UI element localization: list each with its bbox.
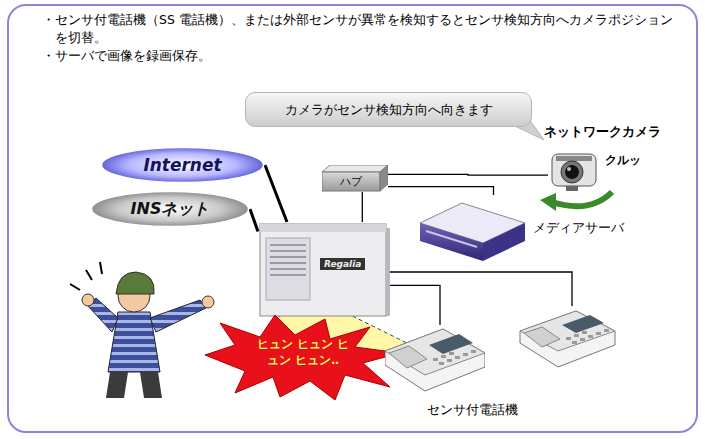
rotate-arrow [552,192,612,206]
ins-network: INSネット [90,190,250,228]
node-text: Internet [100,146,265,184]
internet-cloud: Internet [100,146,265,184]
node-text: ヒュン ヒュン ヒュン ヒュン‥ [252,337,354,368]
node-text: カメラがセンサ検知方向へ向きます [246,93,531,126]
phone-wire [390,272,572,306]
network-cable [362,192,363,222]
network-cable [388,187,494,195]
bullet-note: ・サーバで画像を録画保存。 [42,47,682,65]
note-block: ・センサ付電話機（SS 電話機）、または外部センサが異常を検知するとセンサ検知方… [42,11,682,65]
network-cable [265,165,287,222]
intruder-figure [70,262,214,398]
media-server: メディアサーバ [420,195,525,262]
node-text: メディアサーバ [533,219,624,237]
node-text: ネットワークカメラ [544,124,661,141]
node-text: センサ付電話機 [427,401,518,419]
sensor-phone: センサ付電話機 [385,325,485,395]
network-cable [388,174,548,176]
sensor-phone-shape [385,325,485,395]
callout-bubble: カメラがセンサ検知方向へ向きます [245,92,532,127]
network-cable [250,209,258,232]
media-server-shape [420,195,525,262]
network-cable [390,285,440,325]
pbx-unit-shape [258,222,390,318]
node-text: Regalia [320,258,365,270]
hub-box: ハブ [322,165,388,192]
node-text: ハブ [322,172,380,191]
phone-2 [520,311,615,367]
node-text: INSネット [90,190,250,228]
rotate-arrow-head [540,193,556,211]
alarm-burst: ヒュン ヒュン ヒュン ヒュン‥ [205,315,400,400]
frame [8,5,697,432]
motion-word: クルッ [605,152,641,169]
pbx-unit: Regalia [258,222,390,318]
network-camera-shape [548,150,600,192]
bullet-note: ・センサ付電話機（SS 電話機）、または外部センサが異常を検知するとセンサ検知方… [42,11,682,47]
network-camera: ネットワークカメラ [548,150,600,192]
